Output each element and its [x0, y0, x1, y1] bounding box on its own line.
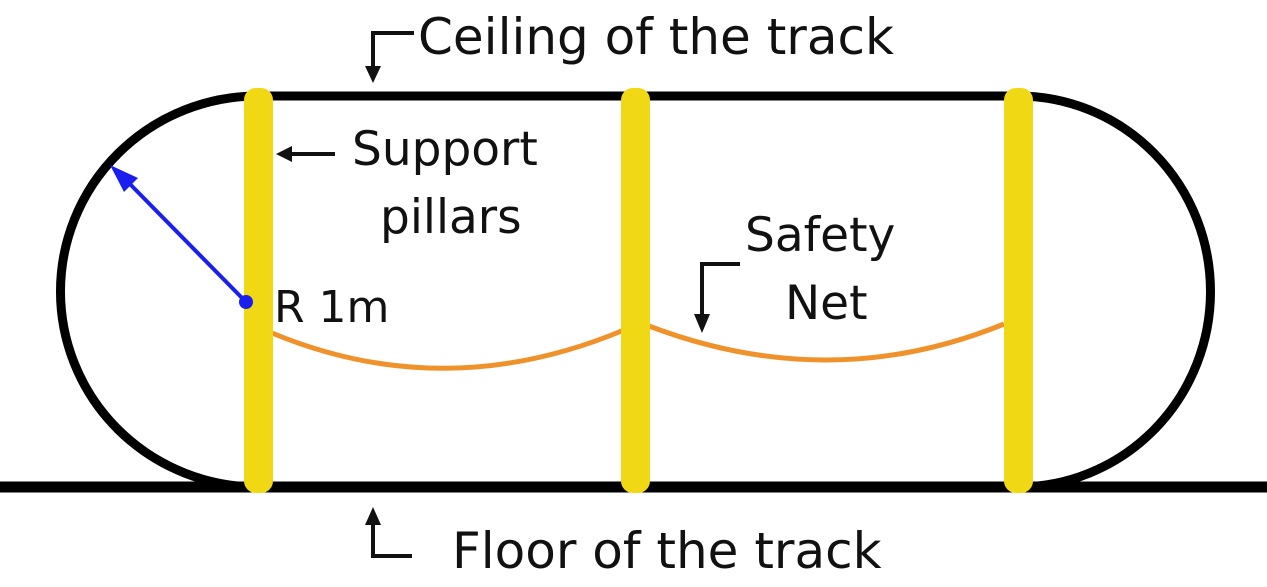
floor-label: Floor of the track [452, 522, 882, 580]
radius-center-dot [239, 295, 253, 309]
safety-net-arrow [694, 262, 740, 333]
safety-net-label-line1: Safety [745, 208, 895, 263]
ceiling-label: Ceiling of the track [418, 8, 894, 66]
ceiling-arrow [365, 31, 414, 83]
radius-arrow [110, 165, 253, 309]
pillars-arrow [276, 146, 335, 162]
pillars-label-line1: Support [352, 122, 538, 177]
floor-arrow [365, 507, 412, 558]
radius-label: R 1m [274, 282, 389, 333]
safety-net-label-line2: Net [785, 276, 868, 331]
support-pillar-left [244, 88, 273, 493]
safety-net-right [648, 321, 1005, 363]
safety-net-left [271, 327, 625, 371]
support-pillar-right [1004, 88, 1033, 493]
support-pillar-middle [621, 88, 650, 493]
pillars-label-line2: pillars [380, 190, 522, 245]
